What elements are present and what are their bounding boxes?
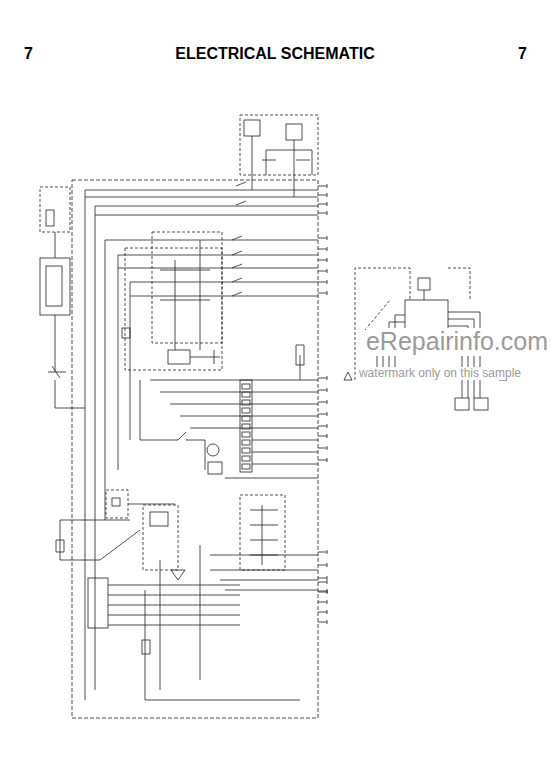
component-symbol — [46, 266, 62, 306]
switch-symbol — [46, 210, 54, 226]
module-group — [143, 505, 178, 570]
terminal-stub — [318, 458, 327, 462]
terminal-stub — [318, 563, 327, 567]
terminal-stub — [318, 424, 327, 428]
terminal-stub — [318, 434, 327, 438]
terminal-cell — [242, 464, 250, 469]
terminal-stub — [318, 412, 327, 416]
terminal-stub — [318, 258, 327, 262]
terminal-stub — [318, 184, 327, 188]
contact-symbol — [232, 182, 246, 296]
wire — [48, 232, 85, 408]
terminal-stub — [318, 269, 327, 273]
sensor-symbol — [112, 498, 120, 506]
component-box — [40, 258, 70, 315]
terminal-stub — [318, 388, 327, 392]
terminal-stub — [318, 291, 327, 295]
terminal-cell — [242, 440, 250, 445]
connector-block — [88, 578, 108, 628]
terminal-stub — [318, 620, 327, 624]
wire — [225, 440, 318, 478]
watermark: eRepairinfo.com — [366, 328, 548, 356]
connector-symbol — [474, 398, 488, 410]
wire — [160, 240, 220, 364]
wire — [140, 345, 304, 470]
terminal-stub — [318, 576, 327, 580]
terminal-cell — [242, 424, 250, 429]
terminal-cell — [242, 392, 250, 397]
terminal-stub — [318, 211, 327, 215]
sub-harness-outline — [355, 268, 470, 380]
terminal-strip — [240, 380, 252, 472]
terminal-stub — [318, 446, 327, 450]
bus-wire — [85, 190, 130, 700]
wire — [108, 585, 240, 625]
page-title: ELECTRICAL SCHEMATIC — [175, 45, 374, 63]
module-group — [240, 495, 285, 570]
relay-symbol — [244, 120, 260, 136]
terminal-stub — [318, 589, 327, 593]
housing-outline — [72, 180, 318, 718]
relay-symbol — [286, 124, 302, 140]
relay-symbol — [168, 350, 190, 364]
warning-symbol — [171, 570, 185, 580]
terminal-cell — [242, 456, 250, 461]
terminal-stub — [318, 600, 327, 604]
terminal-stub — [318, 202, 327, 206]
fuse-symbol — [142, 640, 150, 654]
module-symbol — [150, 512, 168, 526]
terminal-cell — [242, 384, 250, 389]
page-number: 7 — [518, 45, 527, 63]
terminal-stub — [318, 247, 327, 251]
connector-symbol — [455, 398, 469, 410]
control-group — [152, 232, 222, 343]
terminal-stub — [318, 580, 327, 584]
terminal-cell — [242, 400, 250, 405]
terminal-stub — [318, 280, 327, 284]
terminal-stub — [318, 236, 327, 240]
terminal-cell — [242, 416, 250, 421]
terminal-cell — [242, 448, 250, 453]
feeder-wire — [85, 190, 318, 428]
terminal-cell — [242, 408, 250, 413]
terminal-stub — [318, 610, 327, 614]
page-number: 7 — [24, 45, 33, 63]
wire — [252, 136, 312, 197]
module-symbol — [418, 278, 430, 290]
terminal-stub — [318, 193, 327, 197]
terminal-cell — [242, 432, 250, 437]
terminal-stub — [318, 376, 327, 380]
control-group — [125, 248, 222, 370]
fuse-symbol — [208, 462, 222, 474]
terminal-stub — [318, 550, 327, 554]
wire — [250, 505, 278, 565]
wire — [145, 545, 318, 700]
switch-box — [40, 187, 70, 232]
diode-symbol — [122, 328, 130, 338]
terminal-row — [242, 184, 327, 624]
terminal-stub — [318, 590, 327, 594]
sensor-box — [106, 490, 128, 518]
lamp-symbol — [207, 444, 219, 456]
watermark: watermark only on this sample — [359, 367, 521, 380]
wire — [56, 504, 175, 560]
terminal-stub — [318, 400, 327, 404]
wiring — [40, 115, 507, 718]
